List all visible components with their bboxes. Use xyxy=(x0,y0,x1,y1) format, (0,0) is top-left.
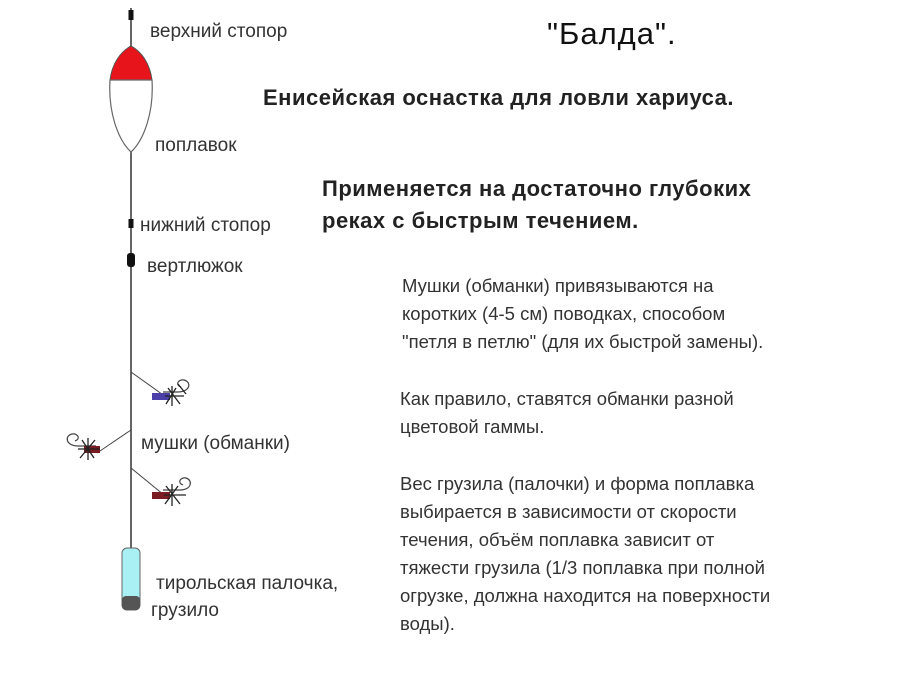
label-bottom-stopper: нижний стопор xyxy=(140,215,271,236)
fly-lower xyxy=(130,467,191,506)
fly-upper xyxy=(130,371,190,406)
usage-line: Применяется на достаточно глубоких xyxy=(322,176,752,201)
note-weight: Вес грузила (палочки) и форма поплавка в… xyxy=(400,470,770,638)
label-sinker-line2: грузило xyxy=(151,600,219,621)
note-line: выбирается в зависимости от скорости xyxy=(400,501,737,522)
label-top-stopper: верхний стопор xyxy=(150,21,288,42)
top-stopper xyxy=(128,10,134,20)
note-line: воды). xyxy=(400,613,455,634)
note-colors: Как правило, ставятся обманки разной цве… xyxy=(400,385,734,441)
fly-left xyxy=(66,429,132,460)
note-line: Вес грузила (палочки) и форма поплавка xyxy=(400,473,755,494)
usage-line: реках с быстрым течением. xyxy=(322,208,639,233)
note-line: цветовой гаммы. xyxy=(400,416,545,437)
float-body xyxy=(109,79,153,153)
bottom-stopper xyxy=(128,219,134,228)
label-swivel: вертлюжок xyxy=(147,256,243,277)
diagram-subtitle: Енисейская оснастка для ловли хариуса. xyxy=(263,85,735,110)
usage-text: Применяется на достаточно глубоких реках… xyxy=(322,173,751,237)
label-float: поплавок xyxy=(155,135,237,156)
note-line: тяжести грузила (1/3 поплавка при полной xyxy=(400,557,765,578)
label-flies: мушки (обманки) xyxy=(141,433,290,454)
label-sinker-line1: тирольская палочка, xyxy=(156,573,339,594)
diagram-title: "Балда". xyxy=(547,16,677,51)
note-line: Как правило, ставятся обманки разной xyxy=(400,388,734,409)
float-top xyxy=(109,45,153,81)
note-line: коротких (4-5 см) поводках, способом xyxy=(402,303,726,324)
note-line: Мушки (обманки) привязываются на xyxy=(402,275,714,296)
note-line: огрузке, должна находится на поверхности xyxy=(400,585,771,606)
note-line: течения, объём поплавка зависит от xyxy=(400,529,715,550)
note-line: "петля в петлю" (для их быстрой замены). xyxy=(402,331,764,352)
sinker-base xyxy=(122,596,140,610)
note-flies-tie: Мушки (обманки) привязываются на коротки… xyxy=(402,272,763,356)
swivel xyxy=(127,253,135,267)
